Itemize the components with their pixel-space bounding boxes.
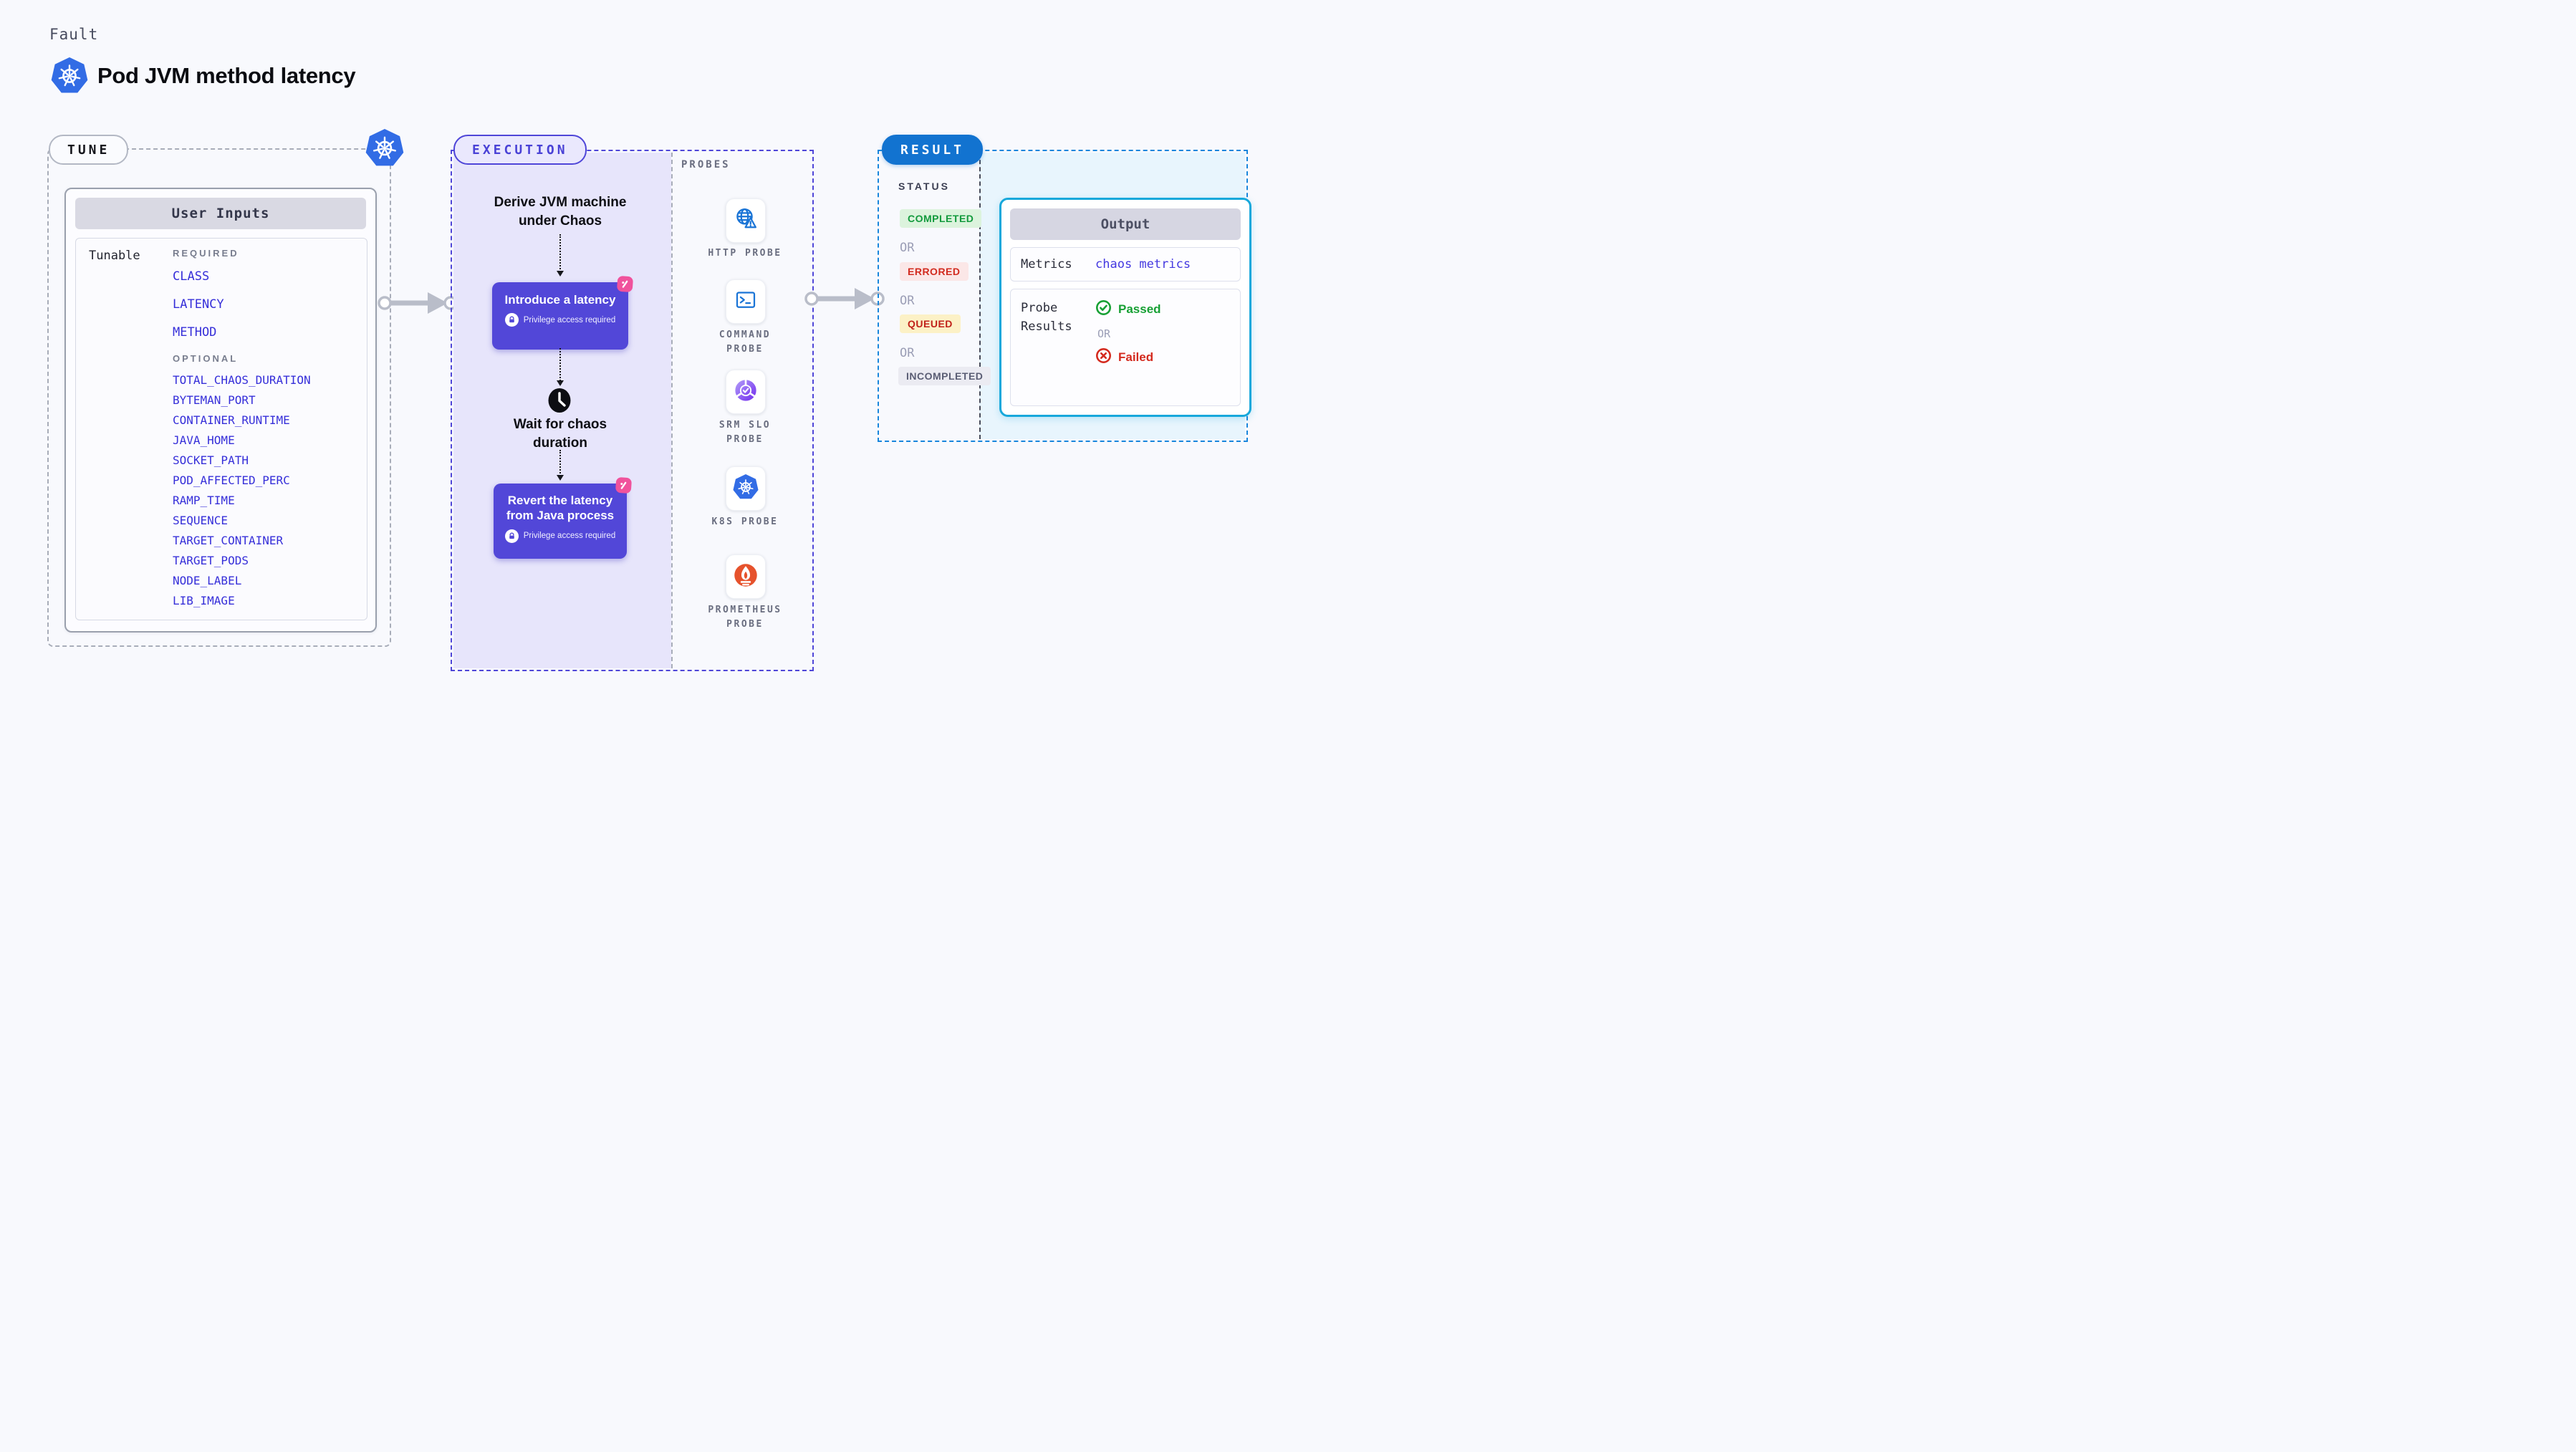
execution-to-result-arrow: [800, 283, 889, 314]
revert-latency-action: Revert the latency from Java process Pri…: [494, 477, 632, 559]
probe-name: SRM SLO PROBE: [719, 420, 772, 445]
clock-icon: [547, 388, 572, 413]
optional-param: CONTAINER_RUNTIME: [173, 413, 290, 427]
command-probe-card: [726, 279, 766, 324]
required-param: LATENCY: [173, 297, 224, 312]
status-queued-badge: QUEUED: [900, 314, 961, 333]
optional-param: TARGET_CONTAINER: [173, 534, 284, 547]
optional-group-label: OPTIONAL: [173, 353, 239, 364]
tunable-params-column: REQUIRED CLASS LATENCY METHOD OPTIONAL TOT…: [173, 248, 359, 614]
flow-arrow-down: [556, 234, 564, 277]
status-incompleted-badge: INCOMPLETED: [898, 367, 991, 385]
execution-badge: EXECUTION: [453, 135, 587, 165]
optional-param: SOCKET_PATH: [173, 453, 249, 467]
slo-donut-check-icon: [733, 378, 759, 407]
kubernetes-icon: [51, 57, 88, 95]
privilege-note-text: Privilege access required: [523, 315, 616, 324]
required-group-label: REQUIRED: [173, 248, 239, 259]
result-divider: [979, 153, 981, 439]
failed-text: Failed: [1118, 350, 1154, 364]
terminal-icon: [733, 287, 759, 317]
user-inputs-card: User Inputs Tunable REQUIRED CLASS LATENC…: [64, 188, 377, 633]
required-param: CLASS: [173, 269, 210, 284]
privilege-note-text: Privilege access required: [523, 532, 616, 540]
check-circle-icon: [1095, 299, 1112, 319]
metrics-value: chaos metrics: [1095, 257, 1191, 271]
optional-param: LIB_IMAGE: [173, 594, 235, 607]
probe-name: K8S PROBE: [711, 516, 779, 527]
optional-param: NODE_LABEL: [173, 574, 242, 587]
output-box: Output Metrics chaos metrics Probe Resul…: [999, 198, 1251, 417]
optional-param-list: TOTAL_CHAOS_DURATION BYTEMAN_PORT CONTAINE…: [173, 373, 359, 607]
probe-name: COMMAND PROBE: [719, 330, 772, 355]
status-completed-badge: COMPLETED: [900, 209, 982, 228]
tunable-table: Tunable REQUIRED CLASS LATENCY METHOD OPTI…: [75, 238, 367, 620]
flow-arrow-down: [556, 450, 564, 481]
optional-param: SEQUENCE: [173, 514, 229, 527]
optional-param: JAVA_HOME: [173, 433, 235, 447]
or-label: OR: [900, 241, 915, 255]
output-header: Output: [1010, 208, 1241, 240]
flow-arrow-down: [556, 348, 564, 386]
status-errored-badge: ERRORED: [900, 262, 969, 281]
privilege-note: Privilege access required: [494, 529, 627, 543]
required-param: METHOD: [173, 325, 217, 340]
derive-jvm-step-text: Derive JVM machine under Chaos: [494, 195, 627, 229]
introduce-latency-action: Introduce a latency Privilege access req…: [492, 276, 633, 350]
probe-results-row: Probe Results Passed OR Failed: [1010, 289, 1241, 406]
globe-alert-icon: [733, 206, 759, 236]
privilege-note: Privilege access required: [492, 313, 628, 327]
lock-icon: [504, 313, 519, 327]
srm-slo-probe-card: [726, 370, 766, 414]
optional-param: TOTAL_CHAOS_DURATION: [173, 373, 311, 387]
metrics-row: Metrics chaos metrics: [1010, 247, 1241, 282]
probe-verdicts: Passed OR Failed: [1095, 299, 1161, 367]
prometheus-probe-card: [726, 554, 766, 599]
or-label: OR: [1097, 327, 1111, 340]
optional-param: BYTEMAN_PORT: [173, 393, 256, 407]
result-badge: RESULT: [882, 135, 984, 165]
tune-badge: TUNE: [49, 135, 129, 165]
optional-param: TARGET_PODS: [173, 554, 249, 567]
x-circle-icon: [1095, 347, 1112, 367]
kubernetes-icon: [365, 129, 404, 168]
failed-verdict: Failed: [1095, 347, 1161, 367]
status-label: STATUS: [898, 181, 950, 192]
optional-param: RAMP_TIME: [173, 494, 235, 507]
wait-step-text: Wait for chaos duration: [513, 417, 607, 451]
probes-divider: [671, 153, 673, 668]
tune-to-execution-arrow: [373, 287, 462, 319]
probe-name: HTTP PROBE: [708, 248, 782, 259]
probes-label: PROBES: [681, 159, 731, 170]
user-inputs-header: User Inputs: [75, 198, 366, 229]
action-title: Revert the latency from Java process: [506, 494, 615, 523]
http-probe-card: [726, 198, 766, 243]
fault-kicker: Fault: [49, 26, 99, 43]
or-label: OR: [900, 294, 915, 308]
tune-region: [47, 148, 391, 647]
k8s-probe-card: [726, 466, 766, 511]
chaos-icon: [612, 473, 635, 497]
optional-param: POD_AFFECTED_PERC: [173, 473, 290, 487]
passed-text: Passed: [1118, 302, 1161, 316]
or-label: OR: [900, 346, 915, 360]
chaos-icon: [613, 272, 637, 296]
prometheus-flame-icon: [733, 562, 759, 592]
page-title: Pod JVM method latency: [97, 63, 356, 88]
kubernetes-icon: [733, 473, 759, 504]
required-param-list: CLASS LATENCY METHOD: [173, 269, 359, 340]
action-title: Introduce a latency: [504, 293, 616, 307]
probe-name: PROMETHEUS PROBE: [708, 605, 782, 630]
passed-verdict: Passed: [1095, 299, 1161, 319]
probe-results-label: Probe Results: [1021, 301, 1072, 334]
lock-icon: [504, 529, 519, 543]
metrics-label: Metrics: [1021, 257, 1072, 271]
tunable-row-label: Tunable: [89, 249, 140, 263]
diagram-canvas: Fault Pod JVM method latency TUNE User I…: [0, 0, 1288, 726]
